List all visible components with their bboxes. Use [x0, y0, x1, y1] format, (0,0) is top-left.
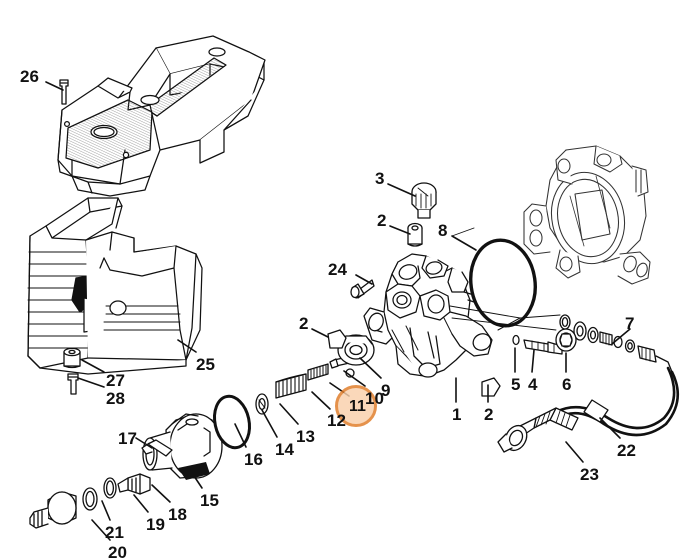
- leader-line-16: [234, 423, 247, 448]
- leader-line-20: [91, 519, 111, 541]
- callout-number-9[interactable]: 9: [381, 381, 391, 400]
- leader-line-22: [599, 417, 621, 439]
- leader-line-3: [387, 183, 416, 197]
- callout-number-6[interactable]: 6: [562, 375, 572, 394]
- part-14-seal: [255, 393, 269, 415]
- part-26-screw: [59, 79, 69, 105]
- part-25-muffler: [27, 197, 203, 375]
- highlight-ring-part-11[interactable]: [335, 385, 377, 427]
- part-12-spring: [307, 363, 329, 381]
- callout-number-11[interactable]: 11: [349, 398, 366, 415]
- part-19-ring: [103, 477, 117, 499]
- callout-number-18[interactable]: 18: [168, 505, 187, 524]
- callout-number-8[interactable]: 8: [438, 221, 448, 240]
- part-13-spring: [275, 373, 307, 399]
- callout-number-19[interactable]: 19: [146, 515, 165, 534]
- part-23-coupler: [497, 407, 579, 453]
- callout-number-22[interactable]: 22: [617, 441, 636, 460]
- callout-number-4[interactable]: 4: [528, 375, 538, 394]
- part-2a-bushing: [407, 222, 423, 247]
- callout-number-2c[interactable]: 2: [484, 405, 494, 424]
- callout-number-12[interactable]: 12: [327, 411, 346, 430]
- part-22-hose-sleeve: [583, 399, 609, 423]
- part-crankcase-housing: [523, 145, 651, 285]
- part-6-nut: [555, 328, 577, 352]
- leader-line-28: [77, 377, 105, 388]
- part-21-washer: [82, 487, 98, 511]
- callout-number-28[interactable]: 28: [106, 389, 125, 408]
- part-9-bushing: [337, 334, 375, 366]
- callout-number-21[interactable]: 21: [105, 523, 124, 542]
- part-20-valve: [29, 491, 77, 529]
- callout-number-24[interactable]: 24: [328, 260, 347, 279]
- callout-number-15[interactable]: 15: [200, 491, 219, 510]
- callout-number-2b[interactable]: 2: [299, 314, 309, 333]
- callout-number-26[interactable]: 26: [20, 67, 39, 86]
- callout-number-14[interactable]: 14: [275, 440, 294, 459]
- leader-line-2a: [389, 225, 411, 235]
- callout-number-27[interactable]: 27: [106, 371, 125, 390]
- part-2c-plug: [481, 377, 501, 397]
- callout-number-13[interactable]: 13: [296, 427, 315, 446]
- leader-line-4: [531, 349, 535, 373]
- leader-line-10: [343, 370, 366, 387]
- callout-number-20[interactable]: 20: [108, 543, 127, 560]
- part-18-fitting: [117, 473, 151, 495]
- leader-line-27: [81, 359, 105, 373]
- part-22-hose: [554, 366, 680, 437]
- leader-line-9: [359, 357, 382, 379]
- callout-number-16[interactable]: 16: [244, 450, 263, 469]
- leader-line-17: [135, 437, 153, 449]
- callout-number-7[interactable]: 7: [625, 314, 635, 333]
- leader-line-23: [565, 441, 584, 463]
- leader-line-7: [611, 328, 631, 345]
- callout-number-10[interactable]: 10: [365, 389, 384, 408]
- part-3-cap: [411, 182, 437, 219]
- leader-line-14: [261, 409, 278, 438]
- leader-line-25: [177, 339, 197, 353]
- callout-number-3[interactable]: 3: [375, 169, 385, 188]
- callout-number-25[interactable]: 25: [196, 355, 215, 374]
- part-8-o-ring: [469, 238, 537, 328]
- part-27-nut: [63, 347, 81, 369]
- part-shroud-cover: [57, 35, 266, 197]
- part-1-pump-body: [363, 253, 499, 378]
- leader-line-26: [45, 81, 64, 91]
- leader-line-21: [101, 500, 111, 521]
- callout-number-2a[interactable]: 2: [377, 211, 387, 230]
- callout-number-1[interactable]: 1: [452, 405, 462, 424]
- part-17-screw: [141, 439, 173, 457]
- leader-line-15: [189, 469, 203, 489]
- part-24-bolt: [350, 279, 375, 299]
- part-7-seal-stack: [497, 314, 673, 373]
- part-28-screw: [67, 373, 79, 395]
- part-5-pin: [512, 334, 520, 346]
- callout-number-5[interactable]: 5: [511, 375, 521, 394]
- callout-number-17[interactable]: 17: [118, 429, 137, 448]
- part-2b-plug: [327, 329, 347, 349]
- leader-line-24: [355, 274, 373, 285]
- leader-line-13: [279, 403, 299, 425]
- leader-line-8: [451, 235, 477, 251]
- callout-number-23[interactable]: 23: [580, 465, 599, 484]
- leader-line-2b: [311, 328, 329, 338]
- leader-line-18: [151, 484, 171, 503]
- leader-line-19: [133, 494, 149, 513]
- leader-line-12: [311, 391, 331, 410]
